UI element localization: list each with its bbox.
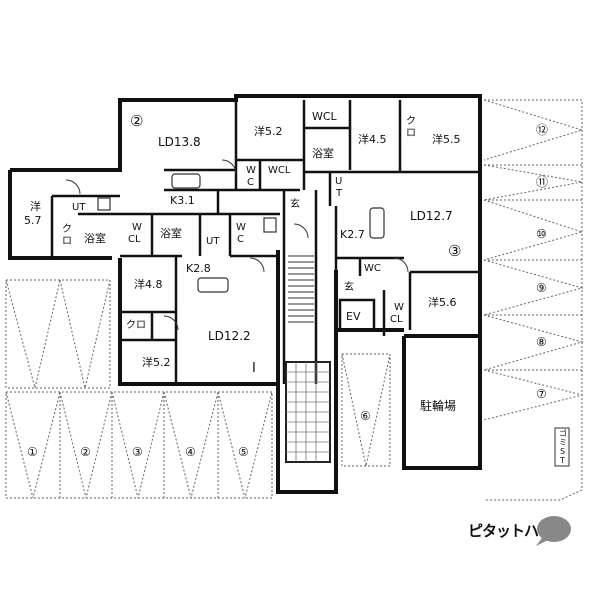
unit2-wc-l2: C	[247, 177, 254, 188]
wcl-right-l1: W	[394, 302, 404, 313]
speech-bubble-icon	[536, 516, 571, 546]
bed-52b-label: 洋5.2	[142, 355, 171, 369]
west-closet-label: クロ	[62, 223, 72, 247]
parking-numbers-bottom: ① ② ③ ④ ⑤ ⑥	[27, 409, 371, 459]
parking-7: ⑦	[536, 387, 547, 401]
unit3-living-label: LD12.7	[410, 209, 453, 223]
bed-48-label: 洋4.8	[134, 277, 163, 291]
bicycle-parking-label: 駐輪場	[420, 398, 456, 413]
parking-numbers-right: ⑫ ⑪ ⑩ ⑨ ⑧ ⑦	[536, 123, 548, 401]
west-bath-label: 浴室	[84, 231, 106, 245]
bed-45-label: 洋4.5	[358, 132, 387, 146]
unit1-wc-l2: C	[237, 234, 244, 245]
parking-4: ④	[185, 445, 196, 459]
parking-8: ⑧	[536, 335, 547, 349]
wcl-top-label: WCL	[312, 110, 338, 123]
unit2-wcl-label: WCL	[268, 165, 291, 176]
ut-vertical-l2: T	[335, 188, 343, 199]
trash-l4: T	[559, 456, 565, 465]
genkan-small-label: 玄	[344, 280, 354, 293]
unit1-living-label: LD12.2	[208, 329, 251, 343]
unit1-wc-l1: W	[236, 222, 246, 233]
west-bed-label-l2: 5.7	[24, 214, 42, 227]
parking-bay-6	[341, 353, 391, 467]
door-swings	[65, 159, 409, 331]
closet-top-l2: ロ	[406, 128, 416, 139]
unit1-wcl-l1: W	[132, 222, 142, 233]
unit2-bed-label: 洋5.2	[254, 124, 283, 138]
parking-11: ⑪	[536, 175, 548, 189]
parking-5: ⑤	[238, 445, 249, 459]
staircase	[288, 255, 314, 323]
parking-area-left	[5, 279, 111, 389]
trash-l3: S	[560, 447, 565, 456]
west-closet-l2: ロ	[62, 236, 72, 247]
unit-3-marker: ③	[448, 242, 461, 260]
unit1-ut-label: UT	[206, 236, 220, 247]
genkan-center-label: 玄	[290, 197, 300, 210]
parking-10: ⑩	[536, 227, 547, 241]
unit1-wcl-l2: CL	[128, 234, 141, 245]
unit1-bath-label: 浴室	[160, 226, 182, 240]
unit2-kitchen-label: K3.1	[170, 194, 195, 207]
unit3-kitchen-label: K2.7	[340, 228, 365, 241]
ev-label: EV	[346, 310, 361, 323]
bed-55-label: 洋5.5	[432, 132, 461, 146]
parking-1: ①	[27, 445, 38, 459]
interior-walls	[50, 100, 480, 384]
parking-bays-right	[483, 99, 584, 501]
west-bed-label-l1: 洋	[30, 199, 41, 213]
trash-station-box	[554, 427, 570, 467]
unit2-wc-l1: W	[246, 165, 256, 176]
parking-12: ⑫	[536, 123, 548, 137]
parking-bays-bottom	[5, 391, 273, 499]
entrance-hatch	[285, 361, 331, 463]
parking-3: ③	[132, 445, 143, 459]
unit3-wc-label: WC	[364, 263, 381, 274]
west-ut-label: UT	[72, 202, 86, 213]
unit2-bath-label: 浴室	[312, 146, 334, 160]
closet-mid-label: クロ	[126, 319, 146, 331]
parking-6: ⑥	[360, 409, 371, 423]
ut-vertical-l1: U	[335, 176, 342, 187]
trash-l2: ミ	[559, 438, 567, 447]
fixtures	[97, 173, 385, 293]
closet-top-label: クロ	[406, 115, 416, 139]
trash-l1: ゴ	[559, 428, 567, 438]
unit-number-markers: ② ③ Ⅰ	[130, 112, 461, 376]
west-closet-l1: ク	[62, 223, 72, 235]
unit-1-marker: Ⅰ	[252, 361, 256, 376]
unit-2-marker: ②	[130, 112, 143, 130]
wcl-right-l2: CL	[390, 314, 403, 325]
unit2-living-label: LD13.8	[158, 135, 201, 149]
closet-top-l1: ク	[406, 115, 416, 127]
parking-9: ⑨	[536, 281, 547, 295]
bed-56-label: 洋5.6	[428, 295, 457, 309]
building-walls	[8, 94, 482, 494]
unit1-kitchen-label: K2.8	[186, 262, 211, 275]
parking-2: ②	[80, 445, 91, 459]
